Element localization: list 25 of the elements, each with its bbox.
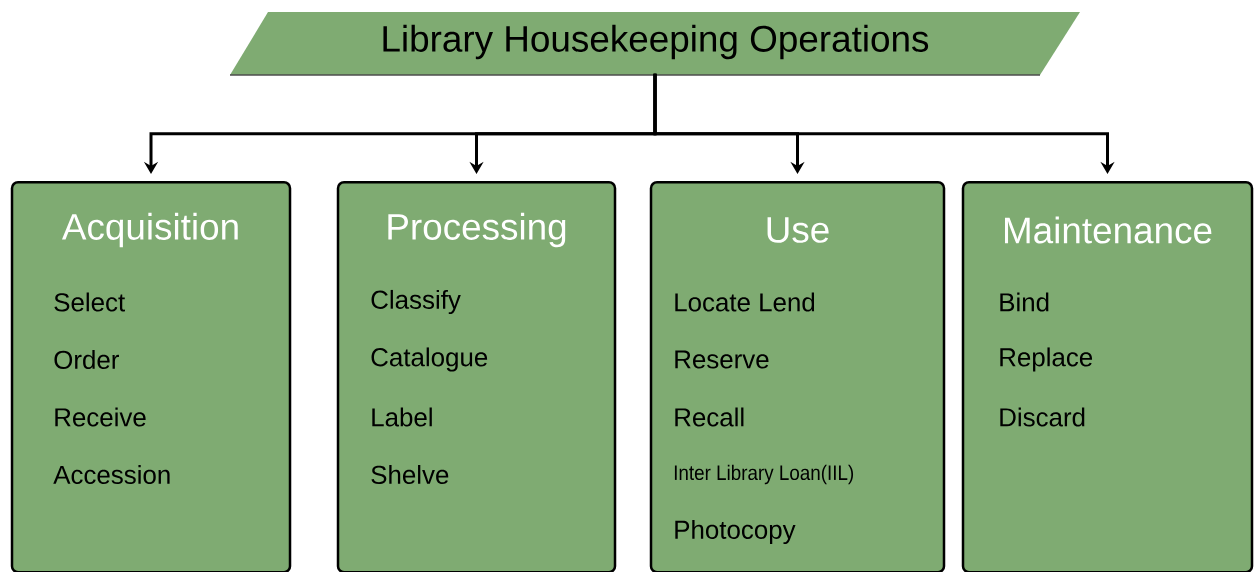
- list-item: Photocopy: [675, 519, 796, 545]
- list-item: Classify: [371, 289, 461, 315]
- category-box: [336, 181, 617, 572]
- list-item: Receive: [55, 407, 146, 427]
- box-heading: Acquisition: [61, 212, 238, 248]
- list-item: Inter Library Loan(IIL): [674, 464, 854, 485]
- box-heading: Use: [767, 217, 829, 243]
- list-item: Locate Lend: [675, 292, 815, 312]
- category-box: [649, 181, 946, 572]
- list-item: Recall: [675, 407, 744, 427]
- list-item: Discard: [1000, 407, 1085, 427]
- box-heading: Processing: [388, 212, 566, 248]
- category-box: [10, 181, 292, 572]
- list-item: Replace: [1000, 347, 1093, 372]
- list-item: Reserve: [675, 350, 769, 369]
- list-item: Catalogue: [371, 347, 488, 372]
- list-item: Accession: [53, 465, 170, 484]
- title-banner: Library Housekeeping Operations: [229, 12, 1080, 76]
- list-item: Select: [54, 292, 125, 312]
- list-item: Shelve: [371, 465, 449, 484]
- box-heading: Maintenance: [1005, 216, 1212, 244]
- category-box: [961, 181, 1254, 572]
- list-item: Order: [54, 350, 119, 369]
- list-item: Bind: [1000, 292, 1049, 312]
- list-item: Label: [372, 407, 432, 427]
